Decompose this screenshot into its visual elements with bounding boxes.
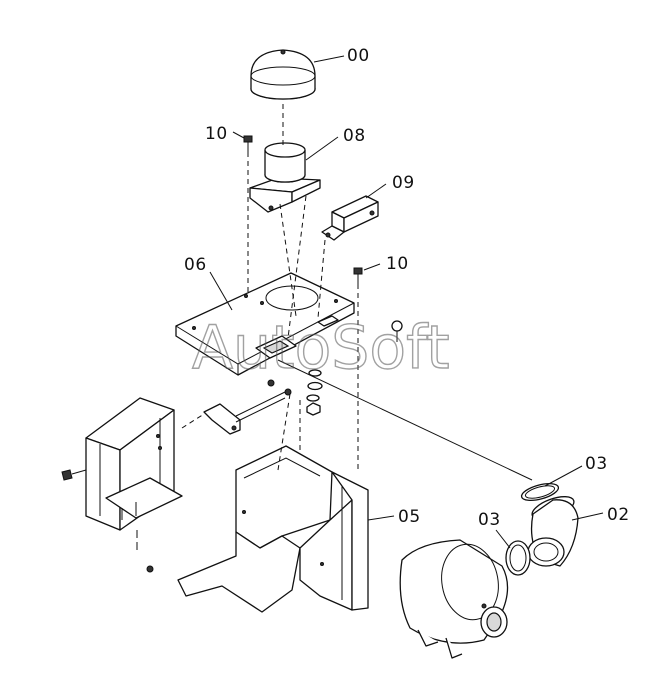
part-08-bracket [249, 142, 321, 213]
part-02-elbow [527, 496, 579, 567]
knob [391, 320, 403, 342]
part-09-block [321, 195, 379, 241]
air-cleaner [399, 539, 509, 659]
callout-labels: 00 08 10 09 06 10 03 02 03 05 [184, 46, 630, 530]
bolt-10-upper [243, 135, 253, 152]
callout-03-upper: 03 [585, 454, 608, 474]
cover-box [85, 397, 183, 531]
callout-09: 09 [392, 173, 415, 193]
callout-02: 02 [607, 505, 630, 525]
callout-00: 00 [347, 46, 370, 66]
washer-stack [267, 369, 323, 416]
callout-03-lower: 03 [478, 510, 501, 530]
bolt-10-lower [353, 267, 363, 284]
leader-lines [209, 55, 604, 549]
callout-10-lower: 10 [386, 254, 409, 274]
callout-06: 06 [184, 255, 207, 275]
part-05-panel [177, 445, 369, 613]
part-06-plate [175, 272, 355, 376]
assembly-lines [181, 104, 533, 481]
clamp-03-upper [520, 482, 560, 502]
pins [136, 530, 154, 573]
callout-10-upper: 10 [205, 124, 228, 144]
watermark: AutoSoft [192, 313, 450, 383]
part-00-cap [250, 49, 316, 100]
latch-lever [203, 391, 286, 435]
callout-05: 05 [398, 507, 421, 527]
screw-left [61, 469, 87, 481]
clamp-03-lower [505, 540, 531, 576]
callout-08: 08 [343, 126, 366, 146]
